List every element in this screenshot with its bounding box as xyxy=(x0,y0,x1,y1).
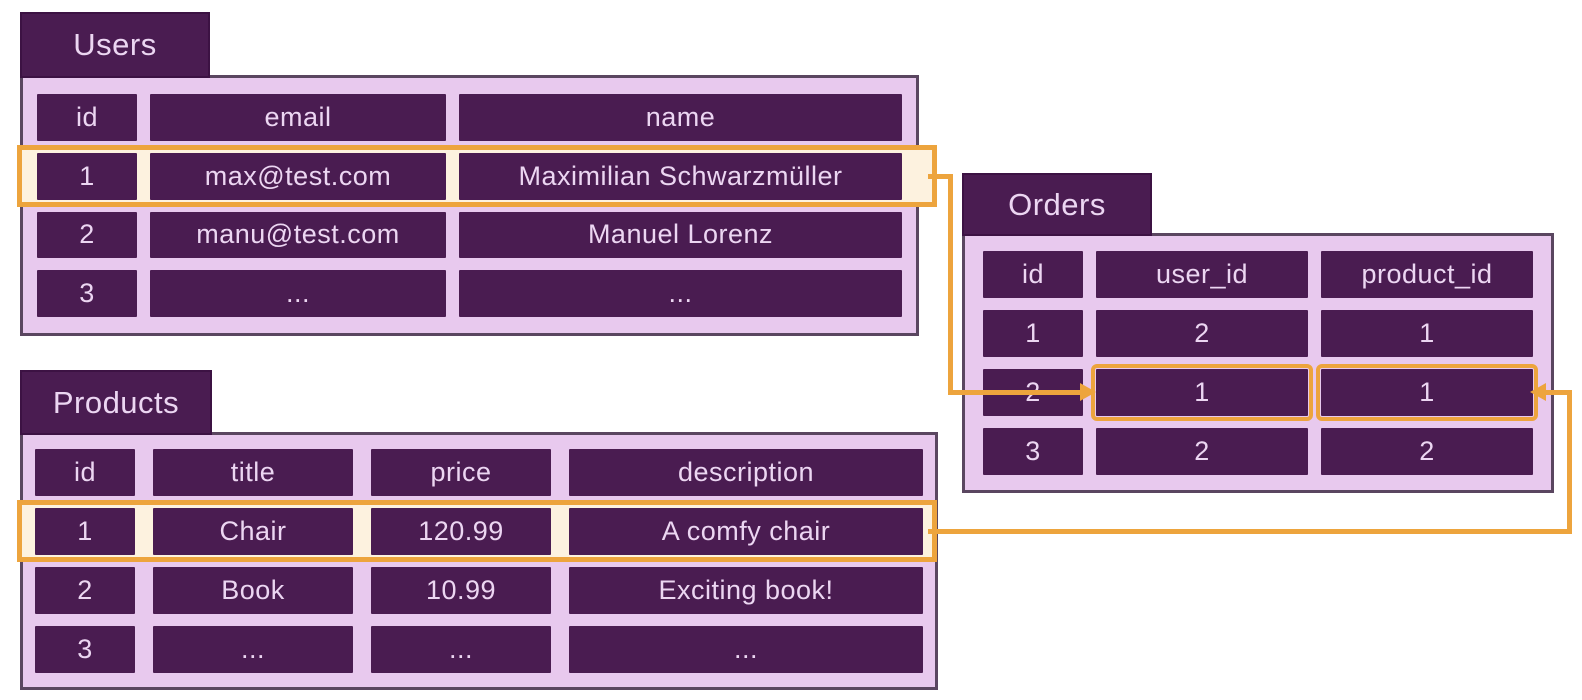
products-cell-r1-id: 1 xyxy=(35,508,135,555)
products-col-header-id: id xyxy=(35,449,135,496)
users-cell-r2-id: 2 xyxy=(37,211,137,259)
arrow-right-icon xyxy=(1080,383,1096,401)
products-col-header-description: description xyxy=(569,449,923,496)
users-cell-r3-id: 3 xyxy=(37,270,137,317)
products-cell-r1-price: 120.99 xyxy=(371,508,551,555)
users-cell-r1-email: max@test.com xyxy=(150,152,446,200)
products-col-header-title: title xyxy=(153,449,353,496)
products-cell-r3-price: ... xyxy=(371,626,551,673)
orders-table-title: Orders xyxy=(1008,186,1106,222)
connector-segment xyxy=(928,174,953,179)
users-cell-r1-id: 1 xyxy=(37,152,137,200)
products-cell-r2-id: 2 xyxy=(35,567,135,614)
users-table-title: Users xyxy=(73,27,157,62)
arrow-left-icon xyxy=(1530,383,1546,401)
products-col-header-price: price xyxy=(371,449,551,496)
products-cell-r3-description: ... xyxy=(569,626,923,673)
connector-segment xyxy=(1546,390,1572,395)
orders-cell-r2-product-id-highlighted: 1 xyxy=(1316,364,1538,421)
users-table-title-tab: Users xyxy=(20,12,210,78)
products-cell-r2-title: Book xyxy=(153,567,353,614)
users-cell-r2-email: manu@test.com xyxy=(150,211,446,259)
orders-col-header-product-id: product_id xyxy=(1321,251,1533,298)
products-cell-r2-price: 10.99 xyxy=(371,567,551,614)
orders-table-title-tab: Orders xyxy=(962,173,1152,236)
connector-segment xyxy=(948,174,953,395)
products-cell-r2-description: Exciting book! xyxy=(569,567,923,614)
orders-cell-r1-id: 1 xyxy=(983,310,1083,357)
orders-cell-r2-user-id-highlighted: 1 xyxy=(1091,364,1313,421)
products-table-title-tab: Products xyxy=(20,370,212,435)
orders-col-header-id: id xyxy=(983,251,1083,298)
connector-segment xyxy=(948,390,1082,395)
orders-cell-r3-id: 3 xyxy=(983,428,1083,475)
users-cell-r3-name: ... xyxy=(459,270,902,317)
users-col-header-name: name xyxy=(459,94,902,141)
users-cell-r1-name: Maximilian Schwarzmüller xyxy=(459,152,902,200)
users-col-header-email: email xyxy=(150,94,446,141)
orders-table: id user_id product_id 1 2 1 2 1 1 3 2 2 xyxy=(962,233,1554,493)
products-cell-r3-id: 3 xyxy=(35,626,135,673)
products-cell-r1-title: Chair xyxy=(153,508,353,555)
connector-segment xyxy=(928,529,1572,534)
products-table-title: Products xyxy=(52,384,180,420)
orders-cell-r1-product-id: 1 xyxy=(1321,310,1533,357)
orders-cell-r1-user-id: 2 xyxy=(1096,310,1308,357)
products-cell-r1-description: A comfy chair xyxy=(569,508,923,555)
orders-cell-r3-product-id: 2 xyxy=(1321,428,1533,475)
users-cell-r3-email: ... xyxy=(150,270,446,317)
products-table: id title price description 1 Chair 120.9… xyxy=(17,432,938,690)
products-cell-r3-title: ... xyxy=(153,626,353,673)
users-col-header-id: id xyxy=(37,94,137,141)
orders-cell-r3-user-id: 2 xyxy=(1096,428,1308,475)
users-cell-r2-name: Manuel Lorenz xyxy=(459,211,902,259)
orders-col-header-user-id: user_id xyxy=(1096,251,1308,298)
connector-segment xyxy=(1567,390,1572,534)
users-table: id email name 1 max@test.com Maximilian … xyxy=(17,75,937,336)
